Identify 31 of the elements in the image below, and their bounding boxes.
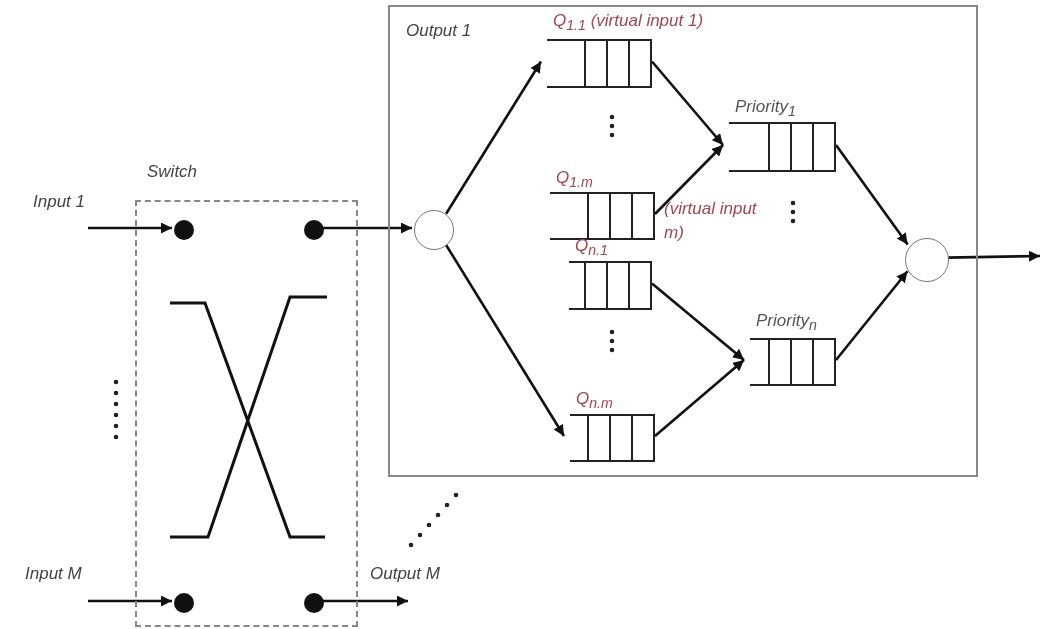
arrow (443, 242, 566, 437)
arrow (835, 270, 909, 361)
edge-label: Output M (370, 564, 440, 584)
port-dot (174, 220, 194, 240)
arrow (445, 60, 543, 215)
queue-label: Q$_{1.m}$ (556, 167, 593, 193)
queue-label: Priority$_{n}$ (756, 310, 817, 336)
queue-note: (virtual input m) (664, 198, 758, 244)
arrow (88, 222, 172, 234)
arrow (654, 359, 745, 437)
queue-label: Priority$_{1}$ (735, 96, 796, 122)
box-title: Output 1 (406, 21, 472, 41)
arrow (322, 595, 408, 607)
arrow (651, 60, 724, 146)
port-dot (304, 220, 324, 240)
arrow (88, 595, 172, 607)
arrow (322, 222, 412, 234)
scheduler-circle (905, 238, 949, 282)
queue-label: Q$_{n.1}$ (575, 235, 608, 261)
box-title: Switch (147, 162, 198, 182)
edge-label: Input M (25, 564, 82, 584)
port-dot (174, 593, 194, 613)
scheduler-circle (414, 210, 454, 250)
arrow (651, 282, 745, 361)
queue-label: Q$_{1.1}$ (virtual input 1) (553, 10, 704, 36)
output-port-box (388, 5, 978, 477)
port-dot (304, 593, 324, 613)
edge-label: Input 1 (33, 192, 85, 212)
arrow (654, 144, 724, 215)
arrow (834, 144, 909, 246)
queue-label: Q$_{n.m}$ (576, 388, 613, 414)
